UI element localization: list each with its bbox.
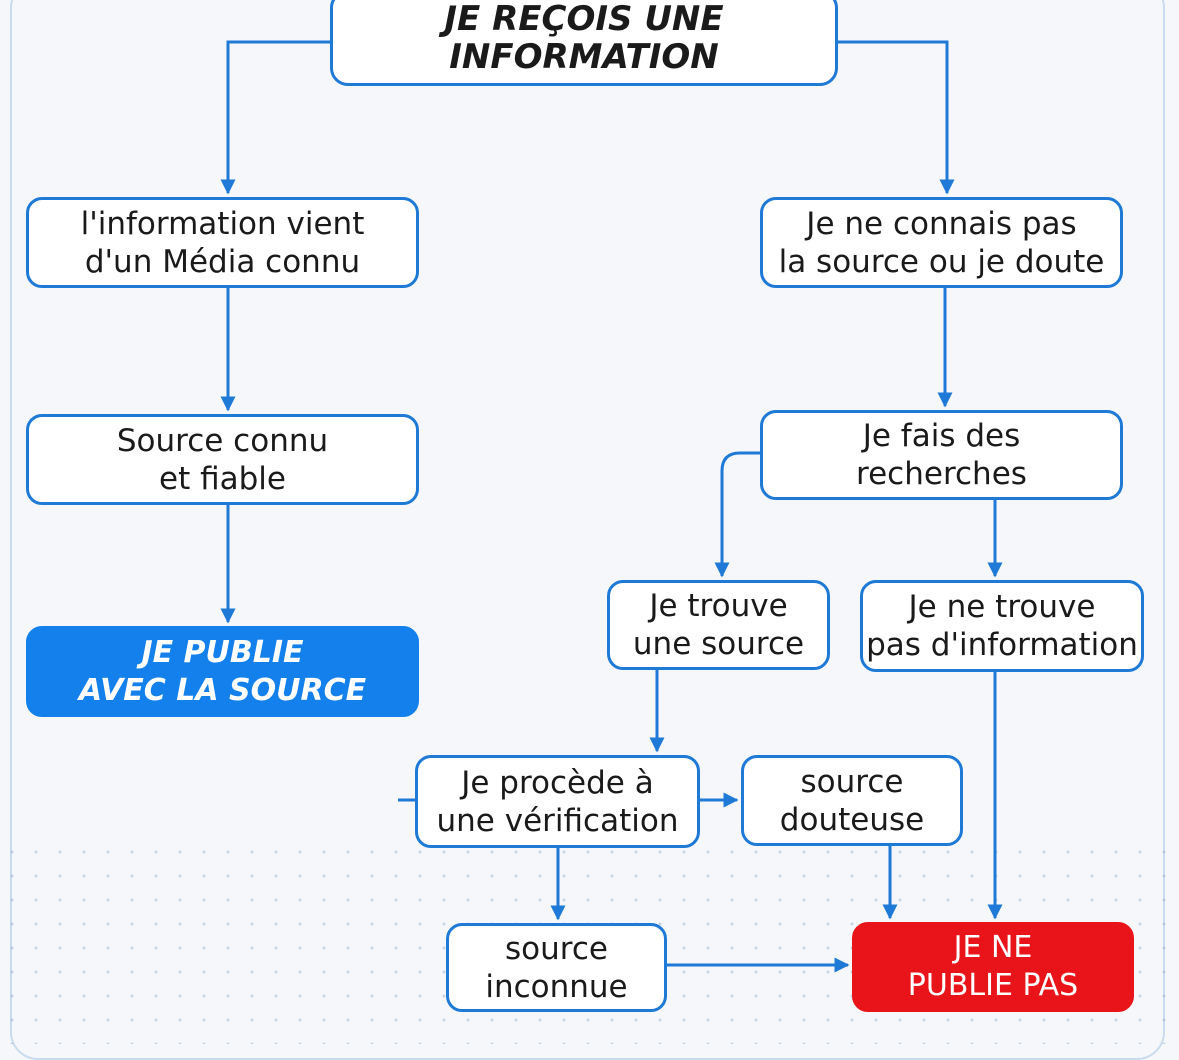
arrow-start-to-unknown-source <box>837 40 955 195</box>
publish-with-source-node: JE PUBLIE AVEC LA SOURCE <box>26 626 419 717</box>
do-not-publish-node: JE NE PUBLIE PAS <box>852 922 1134 1012</box>
known-media-node: l'information vient d'un Média connu <box>26 197 419 288</box>
unknown-node: source inconnue <box>446 923 667 1012</box>
doubtful-source-node: source douteuse <box>741 755 963 846</box>
no-info-node: Je ne trouve pas d'information <box>860 580 1144 672</box>
unknown-source-node: Je ne connais pas la source ou je doute <box>760 197 1123 288</box>
arrow-research-to-find-source <box>714 451 760 578</box>
reliable-source-node: Source connu et fiable <box>26 414 419 505</box>
find-source-node: Je trouve une source <box>607 580 830 670</box>
verification-node: Je procède à une vérification <box>415 755 700 848</box>
start-node: JE REÇOIS UNE INFORMATION <box>330 0 838 86</box>
arrow-start-to-known-media <box>220 40 330 195</box>
research-node: Je fais des recherches <box>760 410 1123 500</box>
